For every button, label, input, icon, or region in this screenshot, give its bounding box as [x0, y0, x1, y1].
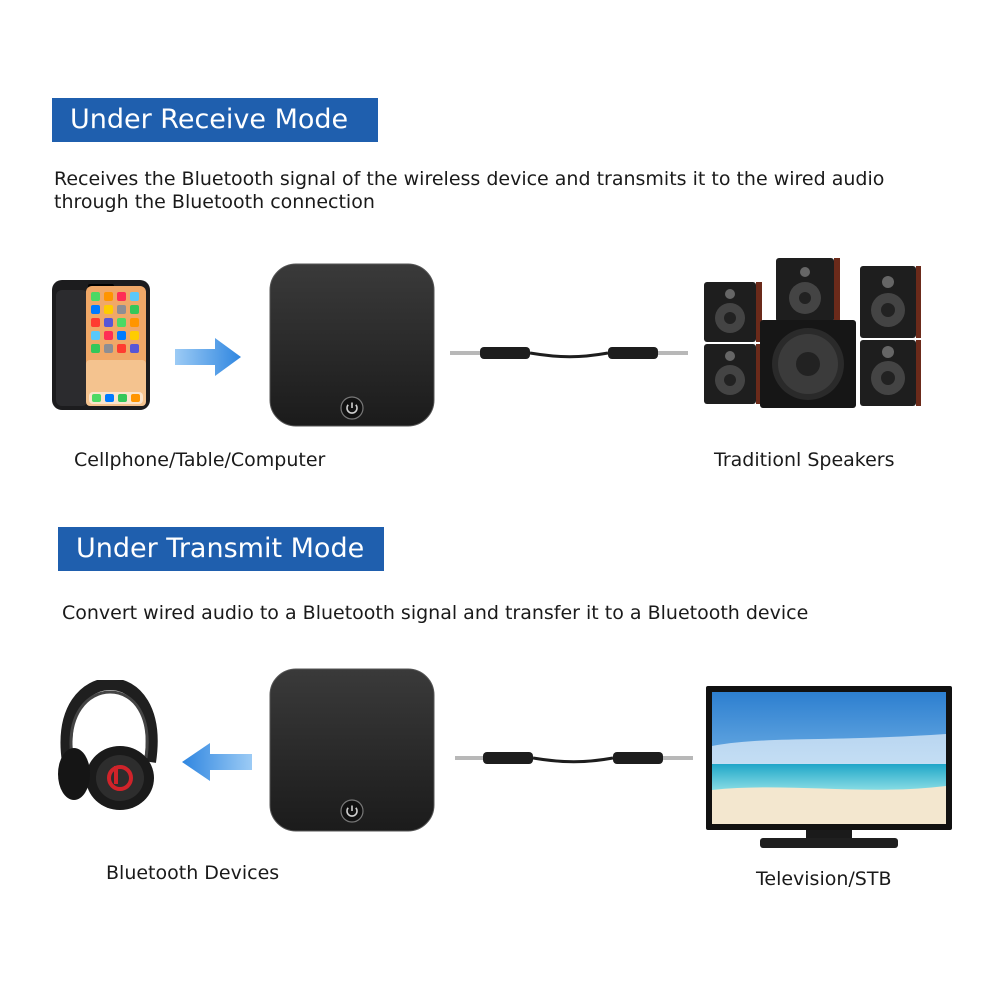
cellphone-caption: Cellphone/Table/Computer	[74, 449, 326, 471]
audio-cable-icon	[455, 752, 693, 764]
transmit-mode-title: Under Transmit Mode	[76, 533, 365, 564]
television-icon	[706, 686, 952, 848]
headphones-icon	[58, 680, 158, 810]
television-caption: Television/STB	[756, 868, 892, 890]
bluetooth-adapter-icon	[269, 263, 435, 427]
arrow-right-icon	[175, 338, 241, 376]
power-icon[interactable]	[340, 396, 364, 420]
speakers-icon	[704, 258, 921, 408]
receive-description-line1: Receives the Bluetooth signal of the wir…	[54, 168, 885, 190]
audio-cable-icon	[450, 347, 688, 359]
transmit-mode-description: Convert wired audio to a Bluetooth signa…	[62, 602, 809, 624]
arrow-left-icon	[182, 743, 252, 781]
receive-description-line2: through the Bluetooth connection	[54, 191, 375, 213]
receive-mode-description: Receives the Bluetooth signal of the wir…	[54, 168, 954, 214]
bluetooth-adapter-icon	[269, 668, 435, 832]
transmit-mode-banner: Under Transmit Mode	[58, 527, 384, 571]
smartphone-icon	[52, 280, 150, 410]
receive-mode-banner: Under Receive Mode	[52, 98, 378, 142]
speakers-caption: Traditionl Speakers	[714, 449, 895, 471]
bluetooth-devices-caption: Bluetooth Devices	[106, 862, 280, 884]
power-icon[interactable]	[340, 799, 364, 823]
receive-mode-title: Under Receive Mode	[70, 104, 349, 135]
